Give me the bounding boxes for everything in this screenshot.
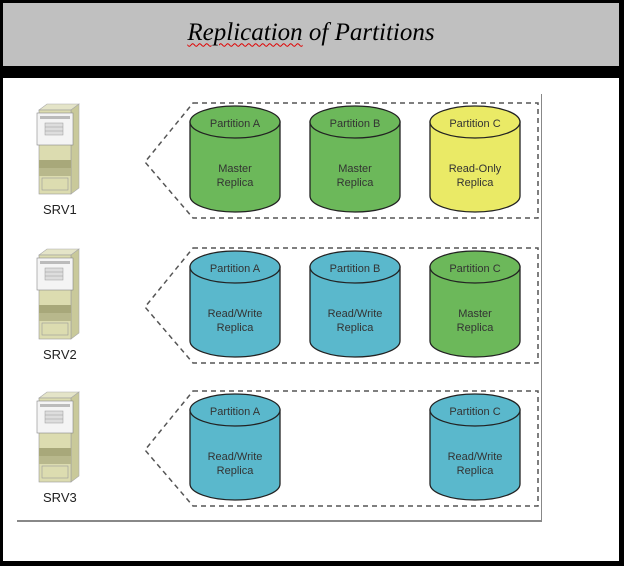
server-icon [31, 388, 87, 512]
replica-type-line2: Replica [456, 177, 494, 189]
replica-type-line2: Replica [456, 322, 494, 334]
replica-type-line2: Replica [456, 465, 494, 477]
partition-name: Partition A [209, 263, 261, 275]
server-label: SRV1 [43, 202, 77, 217]
server-icon [31, 100, 87, 224]
replica-type-line1: Read-Only [448, 163, 502, 175]
replica-group-outline [144, 102, 539, 219]
replica-type-line1: Master [218, 163, 252, 175]
replica-type-line1: Read/Write [447, 451, 503, 463]
replica-type-line2: Replica [216, 465, 254, 477]
page-title: Replication of Partitions [187, 19, 434, 47]
partition-name: Partition B [329, 118, 381, 130]
replica-type-line2: Replica [336, 177, 374, 189]
server-icon [31, 245, 87, 369]
server-label: SRV3 [43, 490, 77, 505]
replica-type-line2: Replica [216, 322, 254, 334]
server-label: SRV2 [43, 347, 77, 362]
title-bar: Replication of Partitions [3, 3, 619, 66]
partition-name: Partition A [209, 118, 261, 130]
partition-name: Partition C [449, 118, 501, 130]
diagram-frame [17, 94, 542, 522]
replica-type-line1: Master [338, 163, 372, 175]
replica-group-outline [144, 390, 539, 507]
replica-type-line2: Replica [336, 322, 374, 334]
replica-type-line1: Read/Write [207, 451, 263, 463]
replica-type-line1: Master [458, 308, 492, 320]
partition-name: Partition C [449, 406, 501, 418]
partition-name: Partition B [329, 263, 381, 275]
partition-name: Partition C [449, 263, 501, 275]
title-word-replication: Replication [187, 18, 303, 46]
replica-group-outline [144, 247, 539, 364]
title-rest: of Partitions [302, 18, 435, 46]
replica-type-line2: Replica [216, 177, 254, 189]
replica-type-line1: Read/Write [327, 308, 383, 320]
replica-type-line1: Read/Write [207, 308, 263, 320]
partition-name: Partition A [209, 406, 261, 418]
